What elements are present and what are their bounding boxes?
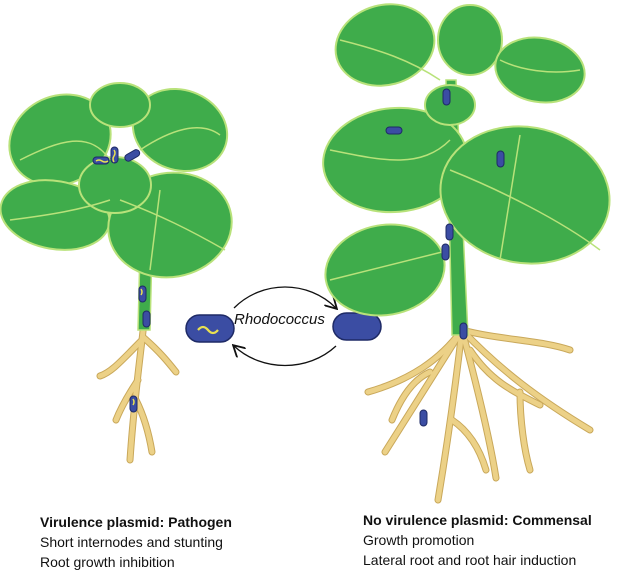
- stunted-leaf-veins: [9, 127, 226, 271]
- bacterium-without-plasmid: [332, 312, 382, 341]
- pathogen-caption: Virulence plasmid: Pathogen Short intern…: [40, 512, 232, 572]
- commensal-effect-1: Growth promotion: [363, 532, 475, 548]
- stunted-leaves: [0, 82, 233, 279]
- healthy-roots: [364, 326, 594, 504]
- rhodococcus-label: Rhodococcus: [234, 311, 325, 328]
- bacterium-with-plasmid: [185, 314, 235, 343]
- rhodococcus-cycle: [185, 286, 382, 367]
- healthy-plant: [322, 3, 611, 504]
- stunted-plant: [0, 82, 233, 464]
- commensal-title: No virulence plasmid: Commensal: [363, 512, 592, 528]
- arrow-to-pathogen: [234, 346, 337, 367]
- commensal-effect-2: Lateral root and root hair induction: [363, 552, 577, 568]
- plasmid-icon: [197, 325, 219, 335]
- commensal-caption: No virulence plasmid: Commensal Growth p…: [363, 510, 592, 570]
- pathogen-effect-2: Root growth inhibition: [40, 554, 175, 570]
- arrow-to-commensal: [233, 286, 336, 308]
- healthy-leaf-veins: [329, 39, 601, 281]
- commensal-bacteria: [385, 88, 505, 427]
- healthy-leaves: [322, 3, 611, 317]
- pathogen-bacteria: [92, 146, 151, 413]
- pathogen-effect-1: Short internodes and stunting: [40, 534, 223, 550]
- pathogen-title: Virulence plasmid: Pathogen: [40, 514, 232, 530]
